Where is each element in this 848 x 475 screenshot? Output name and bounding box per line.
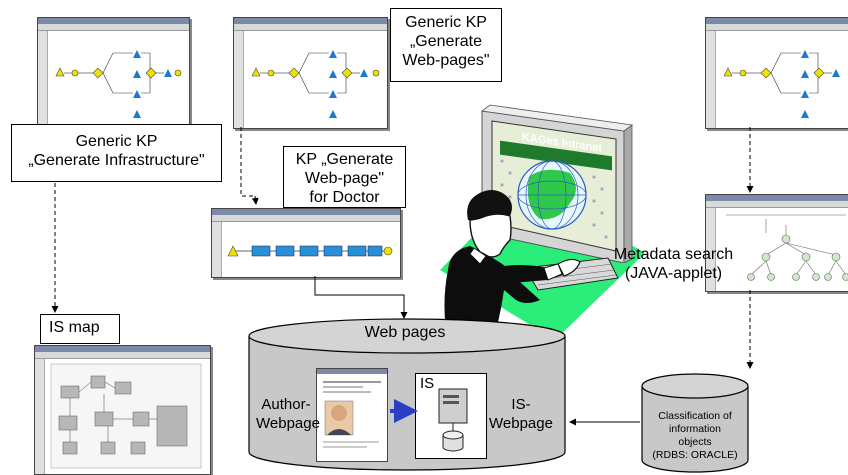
process-model-diagram (251, 50, 380, 118)
tree-diagram (726, 214, 848, 281)
metadata-search-label: Metadata search (JAVA-applet) (613, 246, 734, 282)
author-webpage-screenshot (316, 368, 388, 462)
generic-kp-webpages-label: Generic KP „Generate Web-pages" (390, 8, 502, 82)
server-icon (438, 388, 468, 452)
classification-tree-screenshot (705, 194, 848, 292)
network-map-diagram (50, 363, 202, 469)
kp-doctor-screenshot (211, 208, 401, 278)
generic-kp-webpages-screenshot (233, 17, 388, 129)
is-webpage-label: IS- Webpage (489, 396, 553, 432)
monitor-icon (480, 104, 634, 263)
linear-process-diagram (227, 245, 393, 257)
author-webpage-label: Author- Webpage (256, 396, 320, 432)
is-panel-label: IS (420, 375, 435, 392)
process-model-diagram (55, 50, 182, 118)
classification-label: Classification of information objects (R… (652, 410, 738, 461)
process-model-diagram (723, 50, 840, 118)
is-map-label: IS map (40, 314, 120, 344)
generic-kp-infrastructure-screenshot (37, 17, 190, 129)
classification-database-cylinder (641, 373, 749, 473)
web-pages-title: Web pages (364, 324, 446, 341)
is-map-screenshot (34, 345, 211, 475)
metadata-process-screenshot (705, 17, 848, 129)
generic-kp-infrastructure-label: Generic KP „Generate Infrastructure" (11, 124, 222, 182)
kp-doctor-label: KP „Generate Web-page" for Doctor (283, 146, 406, 208)
